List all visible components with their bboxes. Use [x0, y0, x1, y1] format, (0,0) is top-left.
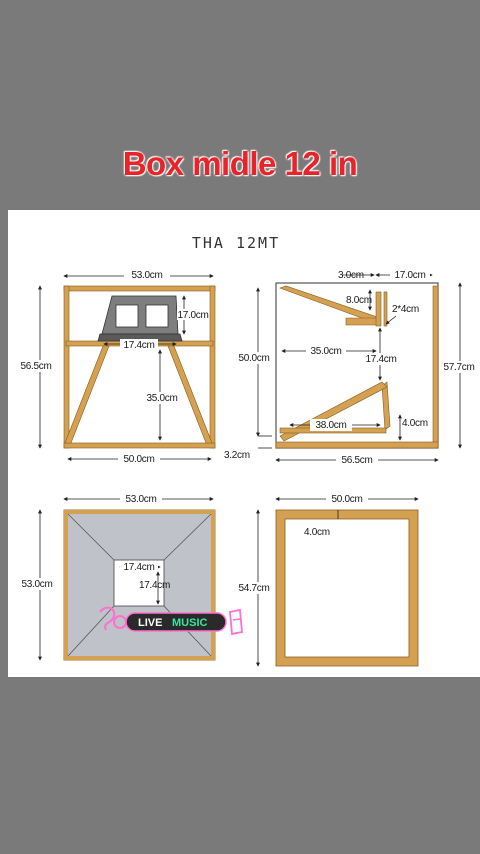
side-inner-a-label: 8.0cm	[346, 295, 372, 306]
horn-view: 53.0cm 53.0cm 17.4cm 17.4cm	[18, 493, 216, 661]
page-title: Box midle 12 in	[122, 145, 358, 182]
side-foot-label: 4.0cm	[402, 418, 428, 429]
side-depth-label: 35.0cm	[311, 346, 342, 357]
side-inner-c-label: 17.4cm	[366, 354, 397, 365]
live-music-watermark-logo: LIVE MUSIC	[99, 606, 243, 636]
model-name: THA 12MT	[192, 234, 280, 252]
blueprint-sheet: THA 12MT 53.0cm 56.5cm 17.0cm 17.4cm	[8, 210, 480, 677]
frame-height-label: 54.7cm	[239, 583, 270, 594]
svg-text:LIVE: LIVE	[138, 617, 162, 629]
side-top-b-label: 17.0cm	[395, 270, 426, 281]
blueprint-drawing: THA 12MT 53.0cm 56.5cm 17.0cm 17.4cm	[16, 234, 480, 667]
speaker-cutout-label: 17.4cm	[124, 340, 155, 351]
front-view: 53.0cm 56.5cm 17.0cm 17.4cm 35.0cm 50.0c…	[16, 269, 216, 465]
horn-throat-height-label: 17.4cm	[139, 580, 170, 591]
speaker-height-label: 17.0cm	[178, 310, 209, 321]
front-bottom-width-label: 50.0cm	[124, 454, 155, 465]
speaker-driver-icon	[97, 295, 183, 342]
horn-width-label: 53.0cm	[126, 494, 157, 505]
side-top-a-label: 3.0cm	[338, 270, 364, 281]
side-view: 3.0cm 17.0cm 8.0cm 2*4cm 50.0cm 35.0cm 1…	[224, 269, 480, 466]
side-base-left-label: 3.2cm	[224, 450, 250, 461]
side-inner-b-label: 2*4cm	[392, 304, 419, 315]
side-base-width-label: 56.5cm	[342, 455, 373, 466]
side-ramp-label: 38.0cm	[316, 420, 347, 431]
svg-text:MUSIC: MUSIC	[172, 617, 208, 629]
frame-view: 50.0cm 4.0cm 54.7cm	[234, 493, 419, 667]
horn-throat-width-label: 17.4cm	[124, 562, 155, 573]
side-height-left-label: 50.0cm	[239, 353, 270, 364]
side-height-right-label: 57.7cm	[444, 362, 475, 373]
front-width-label: 53.0cm	[132, 270, 163, 281]
frame-width-label: 50.0cm	[332, 494, 363, 505]
leg-height-label: 35.0cm	[147, 393, 178, 404]
front-height-label: 56.5cm	[21, 361, 52, 372]
horn-height-label: 53.0cm	[22, 579, 53, 590]
frame-thickness-label: 4.0cm	[304, 527, 330, 538]
